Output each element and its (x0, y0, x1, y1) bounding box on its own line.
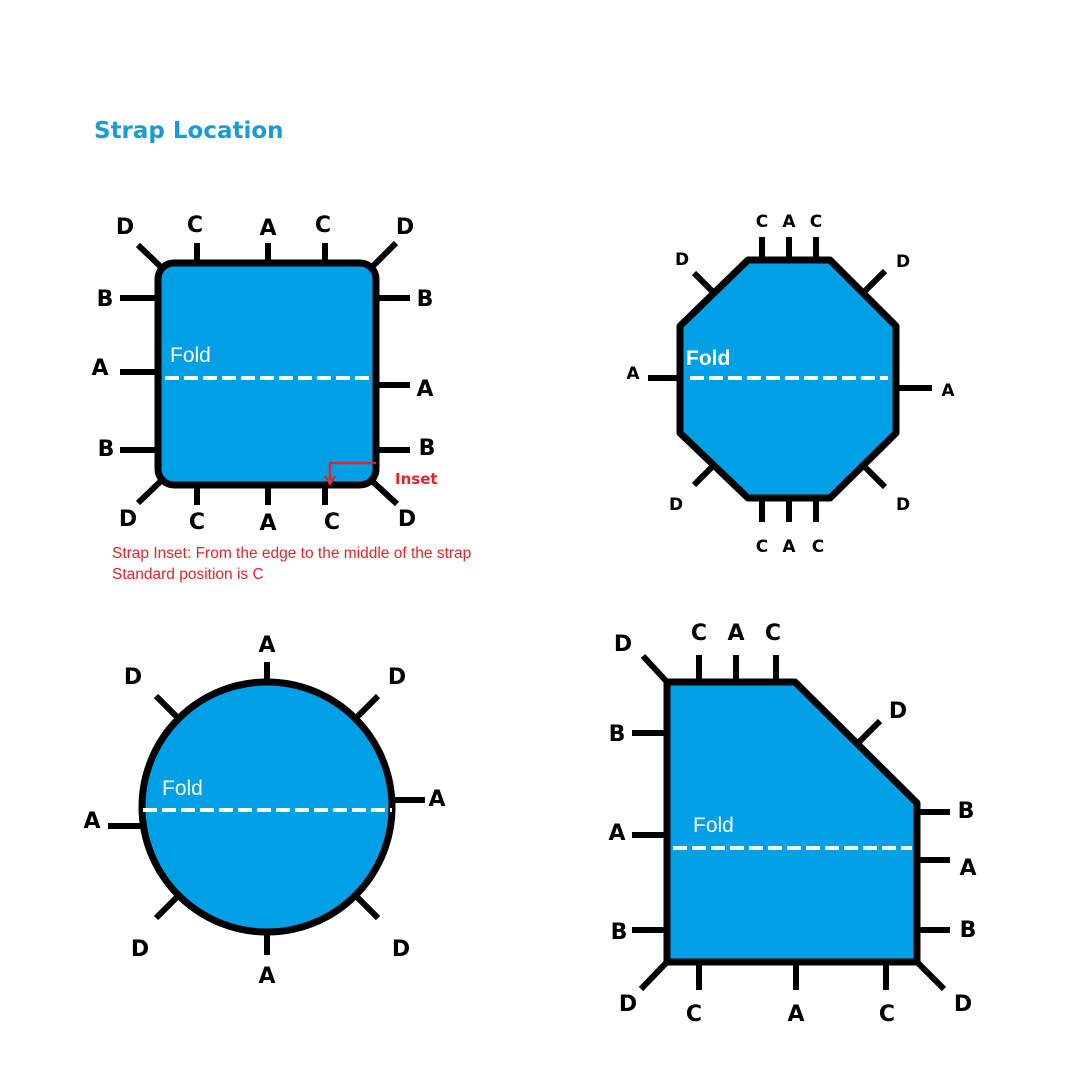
strap-label: A (782, 212, 796, 232)
strap-label: B (960, 918, 977, 943)
fold-label: Fold (162, 777, 203, 800)
strap-label: A (428, 787, 445, 812)
strap-label: C (812, 537, 824, 557)
strap-label: D (619, 992, 637, 1017)
strap-label: C (691, 621, 707, 646)
strap-label: A (626, 364, 640, 384)
square-cover: Fold Inset D C A C D B A B B A B D C A C… (91, 213, 471, 583)
fold-label: Fold (170, 344, 211, 367)
strap-label: D (954, 992, 972, 1017)
strap-label: A (782, 537, 796, 557)
strap-label: D (396, 215, 414, 240)
inset-note: Strap Inset: From the edge to the middle… (112, 545, 471, 562)
strap-label: B (417, 287, 434, 312)
strap-label: C (187, 213, 203, 238)
strap-label: C (756, 212, 768, 232)
fold-label: Fold (693, 814, 734, 837)
strap-label: A (608, 821, 625, 846)
strap-label: D (398, 507, 416, 532)
strap-label: D (124, 665, 142, 690)
corner-cut-shape (663, 678, 921, 966)
strap-label: D (896, 252, 910, 272)
strap-label: D (119, 507, 137, 532)
strap-label: A (959, 856, 976, 881)
corner-cut-cover: Fold D C A C D B A B B A B D C A C D (608, 621, 976, 1027)
strap-label: A (727, 621, 744, 646)
strap-label: B (98, 437, 115, 462)
strap-label: C (810, 212, 822, 232)
strap-label: B (97, 287, 114, 312)
strap-label: D (669, 495, 683, 515)
strap-label: D (896, 495, 910, 515)
strap-label: A (787, 1002, 804, 1027)
strap-label: A (941, 381, 955, 401)
strap-label: C (324, 510, 340, 535)
strap-label: B (419, 436, 436, 461)
strap-label: D (889, 699, 907, 724)
strap-label: A (416, 377, 433, 402)
strap-label: D (675, 250, 689, 270)
square-shape (154, 259, 380, 489)
strap-label: B (611, 920, 628, 945)
circle-shape (138, 678, 396, 936)
strap-label: C (765, 621, 781, 646)
strap-label: D (614, 632, 632, 657)
strap-label: A (258, 964, 275, 989)
strap-label: A (259, 511, 276, 536)
inset-arrow (328, 461, 376, 480)
strap-label: B (609, 722, 626, 747)
strap-label: A (258, 633, 275, 658)
strap-label: D (388, 665, 406, 690)
standard-position-note: Standard position is C (112, 566, 264, 583)
strap-label: D (131, 937, 149, 962)
strap-label: A (91, 356, 108, 381)
strap-label: C (879, 1002, 895, 1027)
fold-label: Fold (686, 347, 730, 370)
strap-label: A (259, 216, 276, 241)
strap-label: D (116, 215, 134, 240)
strap-label: B (958, 799, 975, 824)
strap-label: D (392, 937, 410, 962)
strap-label: C (756, 537, 768, 557)
inset-arrow-head-icon (323, 475, 337, 487)
strap-label: C (686, 1002, 702, 1027)
circle-cover: Fold A D D A A D D A (83, 633, 445, 989)
inset-label: Inset (395, 470, 438, 488)
page-title: Strap Location (94, 118, 284, 144)
strap-label: C (315, 213, 331, 238)
octagon-cover: Fold C A C D D A A D D C A C (626, 212, 955, 557)
strap-label: A (83, 809, 100, 834)
strap-label: C (189, 510, 205, 535)
